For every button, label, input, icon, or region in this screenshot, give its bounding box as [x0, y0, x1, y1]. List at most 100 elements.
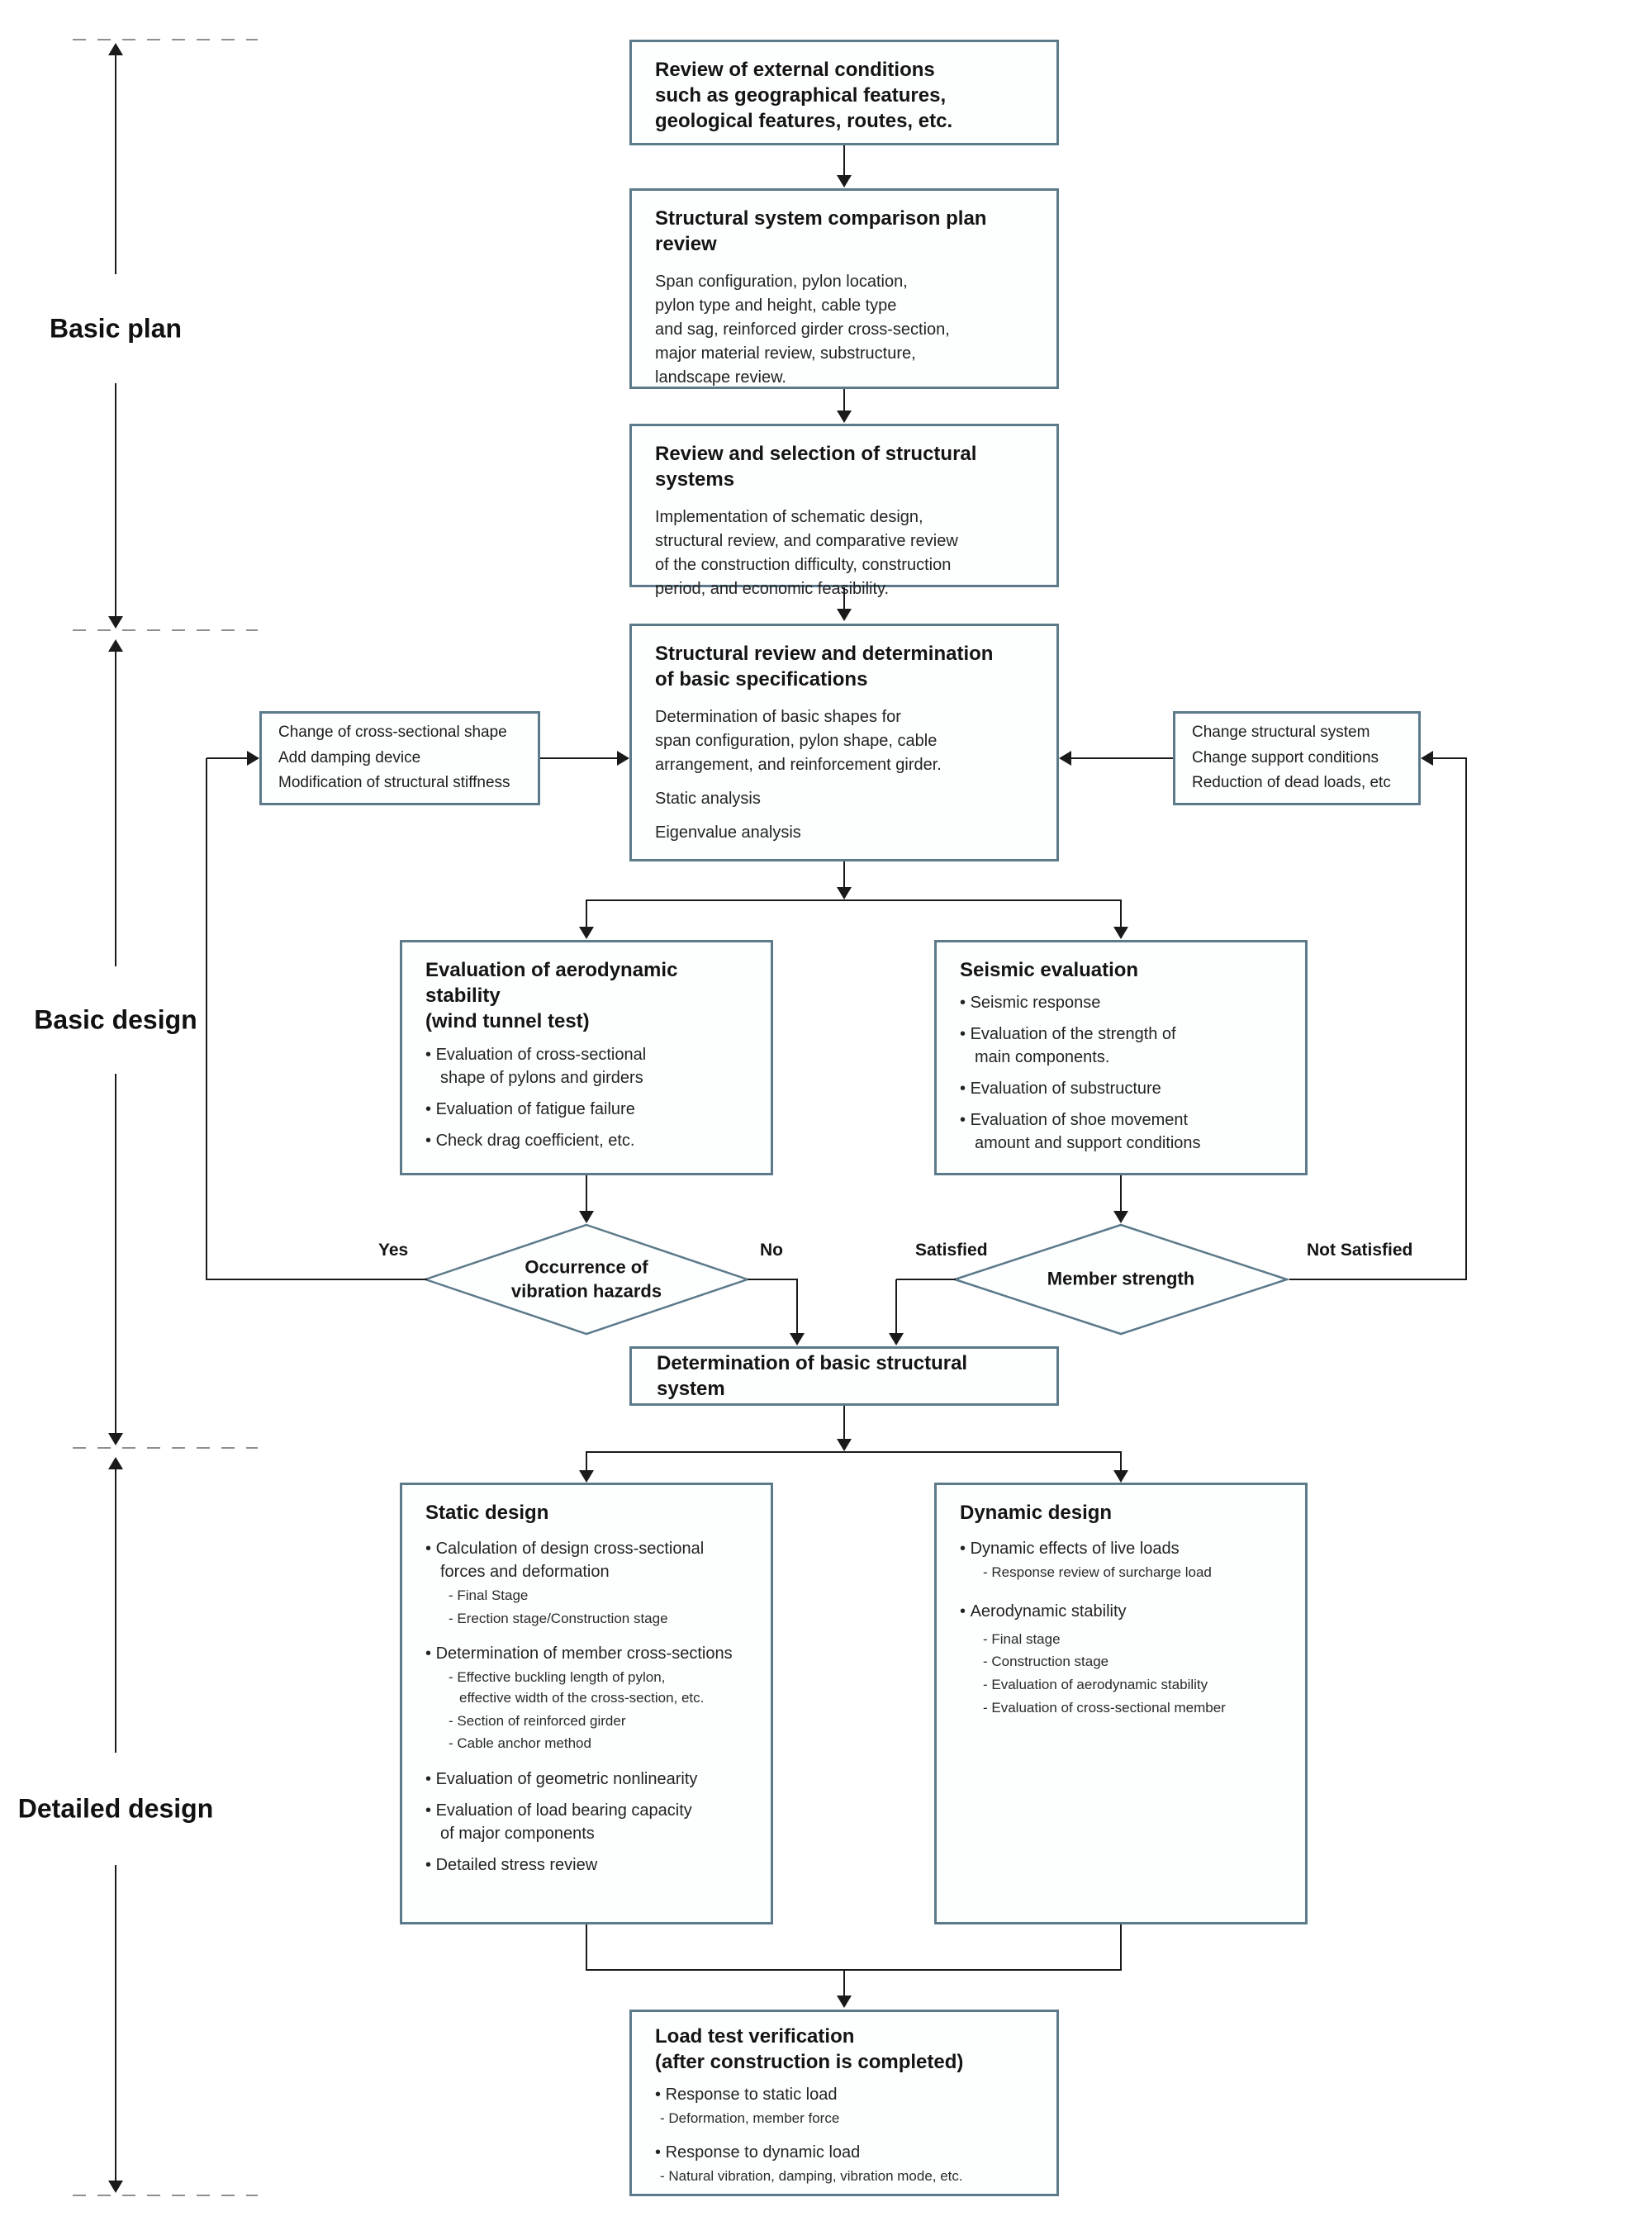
remedy-line: Change structural system	[1192, 724, 1370, 742]
branch-line	[586, 899, 1122, 901]
connector-line	[843, 145, 845, 175]
branch-line	[586, 1451, 1122, 1453]
box-seismic-evaluation: Seismic evaluation Seismic response Eval…	[934, 940, 1308, 1175]
box-comparison-plan-review: Structural system comparison plan review…	[629, 188, 1059, 389]
box-title: Evaluation of aerodynamic stability (win…	[425, 959, 678, 1033]
connector-line	[843, 1971, 845, 1996]
arrow-up-icon	[108, 43, 123, 55]
list-item: Seismic response	[960, 991, 1285, 1014]
box-external-conditions: Review of external conditions such as ge…	[629, 40, 1059, 145]
decision-diamond-member-strength	[952, 1223, 1289, 1336]
box-left-remedy: Change of cross-sectional shape Add damp…	[259, 711, 540, 805]
list-item: Calculation of design cross-sectional fo…	[425, 1537, 751, 1583]
arrow-down-icon	[108, 616, 123, 629]
list-subitem: Final stage	[983, 1630, 1285, 1650]
arrow-down-icon	[837, 411, 852, 423]
connector-line	[586, 1453, 587, 1470]
box-system-selection: Review and selection of structural syste…	[629, 424, 1059, 598]
box-title: Structural system comparison plan review	[655, 207, 987, 256]
phase-span-line	[115, 651, 116, 966]
list-item: Response to dynamic load	[655, 2141, 1037, 2164]
feedback-line-not-satisfied	[1465, 758, 1467, 1280]
connector-line	[586, 1175, 587, 1211]
list-subitem: Final Stage	[449, 1586, 751, 1606]
list-subitem: Erection stage/Construction stage	[449, 1609, 751, 1630]
list-subitem: Deformation, member force	[660, 2109, 1037, 2129]
remedy-line: Reduction of dead loads, etc	[1192, 774, 1391, 792]
box-basic-specifications: Structural review and determination of b…	[629, 624, 1059, 861]
branch-label-not-satisfied: Not Satisfied	[1307, 1241, 1413, 1260]
arrow-down-icon	[579, 1211, 594, 1223]
connector-line	[896, 1279, 956, 1280]
list-item: Check drag coefficient, etc.	[425, 1129, 751, 1152]
phase-span-line	[115, 383, 116, 616]
arrow-down-icon	[837, 1439, 852, 1451]
list-item: Response to static load	[655, 2083, 1037, 2106]
remedy-line: Add damping device	[278, 748, 421, 766]
box-title: Structural review and determination of b…	[655, 643, 994, 691]
arrow-down-icon	[1113, 927, 1128, 939]
arrow-down-icon	[579, 927, 594, 939]
arrow-left-icon	[1059, 751, 1071, 766]
box-body-line: Eigenvalue analysis	[655, 823, 801, 842]
connector-line	[843, 861, 845, 887]
box-body-line: Static analysis	[655, 790, 761, 809]
connector-line	[1120, 1453, 1122, 1470]
box-title: Load test verification (after constructi…	[655, 2025, 964, 2074]
list-item: Evaluation of the strength of main compo…	[960, 1023, 1285, 1069]
connector-line	[586, 1924, 587, 1971]
connector-line	[796, 1279, 798, 1333]
connector-line	[895, 1279, 897, 1333]
phase-separator-line	[73, 2195, 258, 2196]
remedy-line: Modification of structural stiffness	[278, 774, 510, 792]
list-item: Evaluation of geometric nonlinearity	[425, 1768, 751, 1791]
phase-separator-line	[73, 39, 258, 40]
list-item: Aerodynamic stability	[960, 1600, 1285, 1623]
box-body: Implementation of schematic design, stru…	[655, 508, 958, 599]
phase-separator-line	[73, 629, 258, 631]
box-static-design: Static design Calculation of design cros…	[400, 1483, 773, 1924]
list-subitem: Evaluation of aerodynamic stability	[983, 1675, 1285, 1696]
branch-label-satisfied: Satisfied	[915, 1241, 988, 1260]
decision-label: Occurrence of vibration hazards	[510, 1256, 662, 1301]
list-subitem: Response review of surcharge load	[983, 1563, 1285, 1583]
phase-label-basic-plan: Basic plan	[49, 313, 183, 344]
phase-span-line	[115, 1074, 116, 1436]
box-right-remedy: Change structural system Change support …	[1173, 711, 1421, 805]
arrow-down-icon	[889, 1333, 904, 1345]
arrow-down-icon	[837, 1996, 852, 2008]
phase-label-basic-design: Basic design	[34, 1004, 197, 1035]
box-load-test: Load test verification (after constructi…	[629, 2010, 1059, 2196]
list-subitem: Section of reinforced girder	[449, 1711, 751, 1732]
list-subitem: Evaluation of cross-sectional member	[983, 1698, 1285, 1719]
connector-line	[206, 1279, 427, 1280]
decision-diamond-vibration	[423, 1223, 750, 1336]
connector-line	[540, 757, 618, 759]
phase-label-detailed-design: Detailed design	[17, 1793, 214, 1824]
box-title: Review and selection of structural syste…	[655, 443, 977, 491]
box-title: Seismic evaluation	[960, 959, 1139, 981]
arrow-down-icon	[1113, 1211, 1128, 1223]
list-subitem: Natural vibration, damping, vibration mo…	[660, 2166, 1037, 2187]
list-subitem: Construction stage	[983, 1652, 1285, 1673]
arrow-down-icon	[837, 609, 852, 621]
box-dynamic-design: Dynamic design Dynamic effects of live l…	[934, 1483, 1308, 1924]
box-title: Determination of basic structural system	[657, 1351, 968, 1400]
list-item: Dynamic effects of live loads	[960, 1537, 1285, 1560]
list-item: Evaluation of substructure	[960, 1077, 1285, 1100]
arrow-down-icon	[837, 175, 852, 187]
connector-line	[748, 1279, 798, 1280]
branch-label-no: No	[760, 1241, 783, 1260]
connector-line	[1120, 1175, 1122, 1211]
arrow-down-icon	[837, 887, 852, 899]
remedy-line: Change support conditions	[1192, 748, 1379, 766]
list-subitem: Effective buckling length of pylon, effe…	[449, 1668, 751, 1708]
decision-label: Member strength	[1047, 1268, 1195, 1289]
list-item: Evaluation of cross-sectional shape of p…	[425, 1043, 751, 1089]
connector-line	[1289, 1279, 1467, 1280]
connector-line	[1071, 757, 1173, 759]
arrow-down-icon	[108, 1433, 123, 1445]
merge-line	[586, 1969, 1122, 1971]
list-item: Determination of member cross-sections	[425, 1642, 751, 1665]
list-item: Evaluation of load bearing capacity of m…	[425, 1799, 751, 1845]
